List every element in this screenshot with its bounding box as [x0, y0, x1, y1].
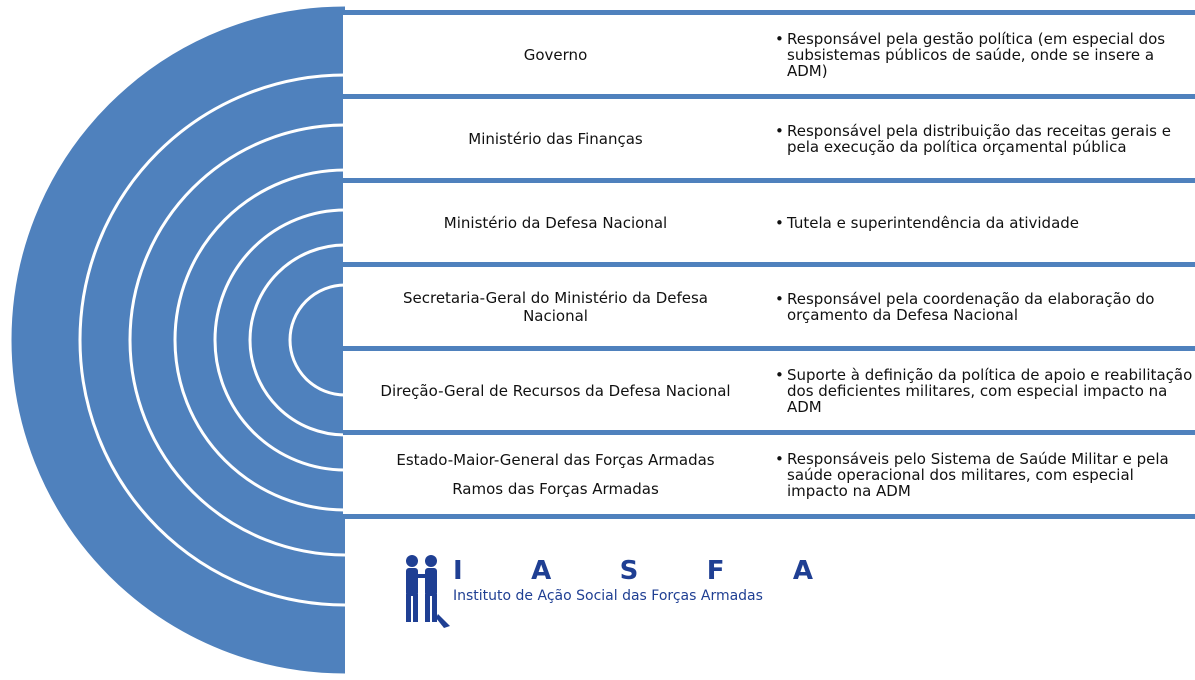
entity-name-secondary: Ramos das Forças Armadas: [452, 480, 659, 499]
role-text: Responsável pela gestão política (em esp…: [775, 31, 1195, 79]
role-text: Responsável pela coordenação da elaboraç…: [775, 291, 1195, 323]
entity-name: Ministério das Finanças: [468, 129, 643, 148]
logo-letter: S: [619, 556, 639, 586]
role-cell: Responsável pela distribuição das receit…: [775, 99, 1195, 178]
role-text: Tutela e superintendência da atividade: [775, 215, 1079, 231]
entity-label: Secretaria-Geral do Ministério da Defesa…: [343, 267, 768, 346]
logo-letters: I A S F A: [453, 556, 813, 586]
logo-name: Instituto de Ação Social das Forças Arma…: [453, 588, 763, 604]
row-divider: [343, 10, 1195, 15]
row-secretaria-geral: Secretaria-Geral do Ministério da Defesa…: [343, 267, 1195, 346]
entity-name: Secretaria-Geral do Ministério da Defesa…: [402, 288, 708, 325]
entity-label: Ministério das Finanças: [343, 99, 768, 178]
row-direcao-geral: Direção-Geral de Recursos da Defesa Naci…: [343, 351, 1195, 430]
row-ministerio-defesa: Ministério da Defesa Nacional Tutela e s…: [343, 183, 1195, 262]
role-text: Responsáveis pelo Sistema de Saúde Milit…: [775, 451, 1195, 499]
logo-letter: A: [792, 556, 813, 586]
entity-label: Governo: [343, 15, 768, 94]
role-cell: Responsáveis pelo Sistema de Saúde Milit…: [775, 435, 1195, 514]
entity-label: Direção-Geral de Recursos da Defesa Naci…: [343, 351, 768, 430]
arc-ring-7: [288, 283, 345, 397]
logo-letter: I: [453, 556, 463, 586]
entity-label: Estado-Maior-General das Forças Armadas …: [343, 435, 768, 514]
row-divider: [343, 346, 1195, 351]
role-text: Responsável pela distribuição das receit…: [775, 123, 1195, 155]
entity-name: Ministério da Defesa Nacional: [443, 213, 668, 232]
row-divider: [343, 94, 1195, 99]
entity-label: Ministério da Defesa Nacional: [343, 183, 768, 262]
row-divider: [343, 262, 1195, 267]
entity-name: Direção-Geral de Recursos da Defesa Naci…: [380, 381, 731, 400]
role-cell: Tutela e superintendência da atividade: [775, 183, 1195, 262]
iasfa-logo: I A S F A Instituto de Ação Social das F…: [398, 552, 818, 630]
iasfa-figures-icon: [406, 555, 450, 628]
row-forcas-armadas: Estado-Maior-General das Forças Armadas …: [343, 435, 1195, 514]
role-text: Suporte à definição da política de apoio…: [775, 367, 1195, 415]
role-cell: Suporte à definição da política de apoio…: [775, 351, 1195, 430]
concentric-arcs: [8, 3, 345, 677]
role-cell: Responsável pela coordenação da elaboraç…: [775, 267, 1195, 346]
role-cell: Responsável pela gestão política (em esp…: [775, 15, 1195, 94]
row-governo: Governo Responsável pela gestão política…: [343, 15, 1195, 94]
row-divider: [343, 430, 1195, 435]
row-ministerio-financas: Ministério das Finanças Responsável pela…: [343, 99, 1195, 178]
logo-letter: F: [706, 556, 725, 586]
entity-name: Governo: [523, 45, 588, 64]
row-divider: [343, 178, 1195, 183]
entity-name: Estado-Maior-General das Forças Armadas: [396, 450, 715, 469]
logo-letter: A: [531, 556, 552, 586]
row-divider: [343, 514, 1195, 519]
